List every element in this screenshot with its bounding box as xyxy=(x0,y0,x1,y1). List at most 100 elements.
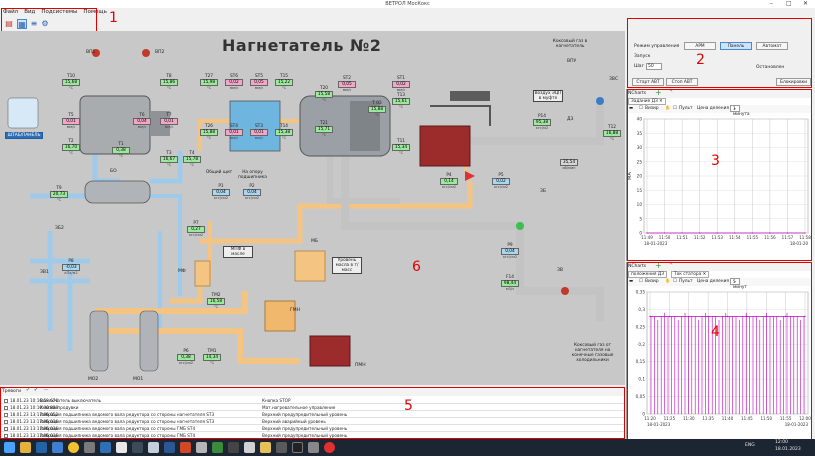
add-icon[interactable]: + xyxy=(655,261,662,270)
browser-icon[interactable] xyxy=(68,442,79,453)
alarm-checkbox[interactable] xyxy=(4,419,8,424)
control-panel: Режим управления АРМ Панель Автомат Запу… xyxy=(626,18,812,88)
monitor-icon[interactable] xyxy=(228,442,239,453)
y-tick-label: 5 xyxy=(639,216,642,221)
chart1-crosshair-check[interactable]: ☐ xyxy=(639,106,643,111)
chart2-pult-check[interactable]: ☐ xyxy=(673,279,677,284)
alarm-checkbox[interactable] xyxy=(4,426,8,431)
chart1-division-select[interactable]: 1 минута ⌄ xyxy=(730,105,750,117)
chart1-pult-check[interactable]: ☐ xyxy=(673,106,677,111)
y-axis-label: МА xyxy=(627,172,633,180)
ack-all-icon[interactable]: ✔ xyxy=(34,388,38,393)
layout-icon[interactable]: ▦ xyxy=(17,19,27,29)
tray-date: 18.01.2023 xyxy=(775,447,801,452)
menu-help[interactable]: Помощь xyxy=(83,9,107,15)
step-input[interactable]: 50 xyxy=(646,63,662,70)
mode-panel-button[interactable]: Панель xyxy=(720,42,752,50)
tray-time: 12:00 xyxy=(775,440,788,445)
scada-icon[interactable] xyxy=(212,442,223,453)
label-vp1: ВП1 xyxy=(86,50,96,55)
chart2-color-icon[interactable]: ▬ xyxy=(629,279,634,284)
app-icon[interactable] xyxy=(36,442,47,453)
mode-auto-button[interactable]: Автомат xyxy=(756,42,788,50)
settings-icon[interactable]: ⚙ xyxy=(41,19,49,28)
chart2-tab-position[interactable]: положения ДЗ xyxy=(628,271,667,278)
ack-icon[interactable]: ✔ xyxy=(26,388,30,393)
alarm-checkbox[interactable] xyxy=(4,412,8,417)
settings-app-icon[interactable] xyxy=(276,442,287,453)
chart1-color-icon[interactable]: ▬ xyxy=(629,106,634,111)
word-icon[interactable] xyxy=(164,442,175,453)
remove-icon[interactable]: — xyxy=(44,388,49,393)
chart2-division-select[interactable]: 5 минут ⌄ xyxy=(730,278,747,290)
ppt-icon[interactable] xyxy=(180,442,191,453)
menu-file[interactable]: Файл xyxy=(3,9,19,15)
folder-icon[interactable] xyxy=(244,442,255,453)
doc-icon[interactable] xyxy=(148,442,159,453)
panel-button[interactable]: ШТАБ/ПАНЕЛЬ xyxy=(5,132,43,139)
alarm-checkbox[interactable] xyxy=(4,398,8,403)
data-point xyxy=(668,315,670,317)
alarm-app-icon[interactable] xyxy=(324,442,335,453)
tray-lang[interactable]: ENG xyxy=(745,443,755,448)
label-mpf-note: МПФ в масле xyxy=(223,246,253,258)
archive-icon[interactable] xyxy=(260,442,271,453)
close-icon[interactable]: ✕ xyxy=(803,0,809,7)
chart2-crosshair-check[interactable]: ☐ xyxy=(639,279,643,284)
pencil-icon[interactable]: ✎ xyxy=(669,262,673,267)
region-marker-4 xyxy=(627,262,812,440)
menu-view[interactable]: Вид xyxy=(24,9,36,15)
label-zb-right: ЗВ xyxy=(557,268,563,273)
pencil-icon[interactable]: ✎ xyxy=(669,89,673,94)
calc-icon[interactable] xyxy=(116,442,127,453)
chart2-tab-current[interactable]: Ток статора ✕ xyxy=(671,271,710,278)
file-icon[interactable] xyxy=(84,442,95,453)
stop-auto-button[interactable]: Стоп АВТ xyxy=(666,78,698,86)
menu-subsystems[interactable]: Подсистемы xyxy=(41,9,78,15)
alarm-checkbox[interactable] xyxy=(4,405,8,410)
mode-arm-button[interactable]: АРМ xyxy=(684,42,716,50)
minimize-icon[interactable]: – xyxy=(770,0,773,7)
chart2-hand-icon[interactable]: ✋ xyxy=(665,279,671,284)
start-icon[interactable] xyxy=(4,442,15,453)
db-icon[interactable] xyxy=(132,442,143,453)
chart1-hand-icon[interactable]: ✋ xyxy=(665,106,671,111)
cmd-icon[interactable] xyxy=(292,442,303,453)
trend-chart-2: NCharts + ✎ положения ДЗ Ток статора ✕ ▬… xyxy=(626,261,813,441)
alarm-checkbox[interactable] xyxy=(4,433,8,438)
explorer-icon[interactable] xyxy=(20,442,31,453)
list-icon[interactable]: ≡ xyxy=(30,19,38,28)
chart2-title: NCharts + ✎ xyxy=(627,261,813,271)
x-tick-label: 11:30 xyxy=(683,416,695,421)
network-icon[interactable] xyxy=(52,442,63,453)
tool-icon[interactable] xyxy=(196,442,207,453)
locks-button[interactable]: Блокировки xyxy=(776,78,811,86)
chart1-tab[interactable]: Задание ДЗ ✕ xyxy=(628,98,666,105)
start-auto-button[interactable]: Старт АВТ xyxy=(632,78,664,86)
x-date-label: 18-01-2023 xyxy=(785,422,809,427)
calendar-icon[interactable]: ▤ xyxy=(5,19,13,28)
app2-icon[interactable] xyxy=(308,442,319,453)
terminal-icon[interactable] xyxy=(100,442,111,453)
add-icon[interactable]: + xyxy=(655,88,662,97)
maximize-icon[interactable]: □ xyxy=(786,0,792,7)
label-bearing-note: На опору подшипника xyxy=(238,170,267,180)
data-point xyxy=(751,232,753,234)
